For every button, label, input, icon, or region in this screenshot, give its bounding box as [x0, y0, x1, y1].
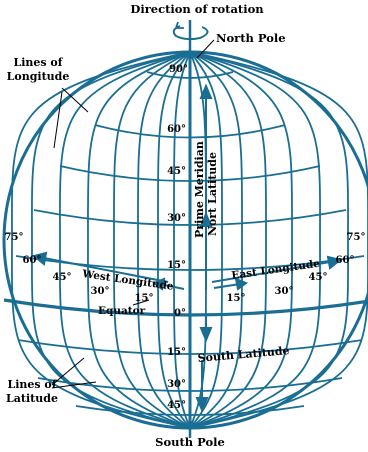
meridian-l-3 [113, 51, 191, 429]
lon-w75-label: 75° [5, 232, 24, 243]
lines-of-longitude-label-2: Longitude [7, 70, 70, 83]
meridian-l-5 [59, 51, 191, 429]
meridian-r-0 [189, 51, 207, 429]
meridian-l-4 [87, 51, 191, 429]
meridian-r-7 [189, 51, 368, 429]
prime-meridian-label: Prime Meridian [193, 141, 206, 238]
lat-45n-label: 45° [167, 166, 186, 177]
lat-0-label: 0° [174, 308, 186, 319]
lat-90-label: 90° [169, 64, 188, 75]
south-pole-label: South Pole [155, 435, 225, 448]
pointer-lines [51, 39, 215, 389]
direction-arrows [31, 83, 343, 413]
meridian-r-2 [189, 51, 243, 429]
lon-w45-label: 45° [53, 272, 72, 283]
lon-w30-label: 30° [91, 286, 110, 297]
lines-of-longitude-label-1: Lines of [13, 56, 63, 69]
lon-e45-label: 45° [309, 272, 328, 283]
lat-45s-label: 45° [167, 400, 186, 411]
lat-30s-label: 30° [167, 379, 186, 390]
north-pole-label: North Pole [216, 31, 286, 45]
meridian-l-2 [137, 51, 191, 429]
lat-30n-label: 30° [167, 213, 186, 224]
meridian-r-3 [189, 51, 267, 429]
meridian-r-4 [189, 51, 293, 429]
rotation-arrow-icon [172, 21, 209, 41]
meridian-r-5 [189, 51, 321, 429]
lon-e30-label: 30° [275, 286, 294, 297]
lon-e60-label: 60° [336, 255, 355, 266]
south-latitude-label: South Latitude [197, 344, 290, 365]
lon-w60-label: 60° [23, 255, 42, 266]
lat-60n-label: 60° [167, 124, 186, 135]
meridian-l-7 [11, 51, 191, 429]
lon-e75-label: 75° [347, 232, 366, 243]
equator-label: Equator [98, 305, 146, 317]
east-longitude-label: East Longitude [231, 258, 321, 282]
lines-of-latitude-label-1: Lines of [7, 378, 57, 391]
lon-e15-label: 15° [227, 293, 246, 304]
north-latitude-label: Nort Latitude [206, 152, 219, 236]
lon-w15-label: 15° [135, 293, 154, 304]
direction-label: Direction of rotation [130, 2, 264, 16]
meridian-l-0 [173, 51, 191, 429]
equator-line [3, 298, 368, 317]
globe-outline [2, 50, 368, 430]
lat-15n-label: 15° [167, 260, 186, 271]
lat-15s-label: 15° [167, 347, 186, 358]
lines-of-latitude-label-2: Latitude [6, 392, 58, 405]
